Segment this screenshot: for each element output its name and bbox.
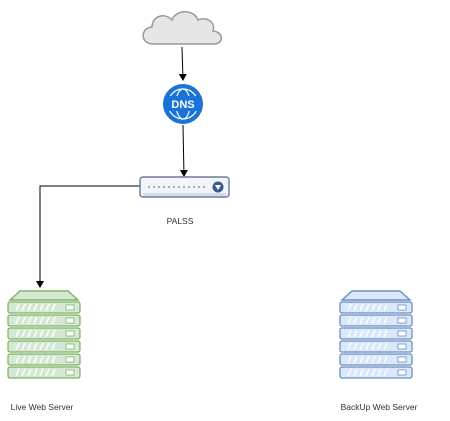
backup-server-icon[interactable]: [339, 290, 413, 379]
edge-cloud-to-dns[interactable]: [178, 46, 187, 81]
live-server-icon[interactable]: [7, 290, 81, 379]
live-web-server-label: Live Web Server: [10, 402, 74, 412]
edge-palss-to-live-server[interactable]: [36, 185, 140, 288]
palss-label: PALSS: [166, 216, 194, 226]
server-units: [339, 301, 413, 379]
server-units: [7, 301, 81, 379]
port-dots: [147, 185, 206, 189]
dns-globe-icon[interactable]: DNS: [163, 84, 203, 124]
dns-text: DNS: [171, 99, 194, 111]
load-balancer-icon[interactable]: [139, 176, 230, 198]
server-slits: [347, 303, 388, 377]
backup-web-server-label: BackUp Web Server: [340, 402, 418, 412]
server-indicator-lights: [65, 304, 75, 376]
server-indicator-lights: [397, 304, 407, 376]
cloud-icon[interactable]: [142, 11, 223, 45]
edge-dns-to-palss[interactable]: [179, 124, 188, 177]
server-slits: [15, 303, 56, 377]
